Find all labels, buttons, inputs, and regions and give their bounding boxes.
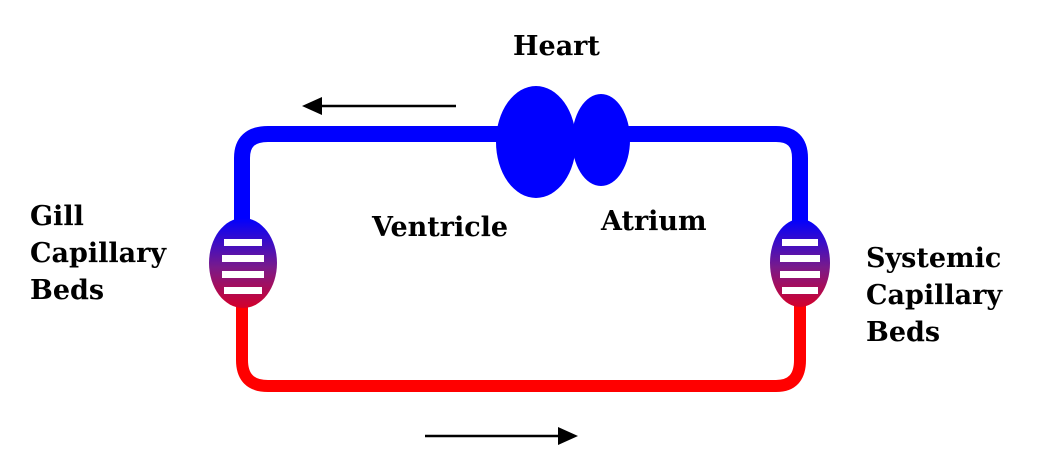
gill-label-line-1: Gill	[30, 201, 84, 232]
heart-label: Heart	[513, 31, 600, 62]
atrium-label: Atrium	[601, 206, 707, 237]
atrium-chamber	[572, 94, 630, 186]
gill-capillary-beds-label: Gill Capillary Beds	[30, 198, 166, 309]
gill-capillary-bed	[209, 218, 277, 308]
systemic-capillary-bed	[770, 219, 830, 307]
gill-label-line-2: Capillary	[30, 238, 167, 269]
top-flow-arrow	[302, 97, 456, 115]
systemic-label-line-2: Capillary	[866, 280, 1003, 311]
ventricle-label: Ventricle	[372, 212, 509, 243]
systemic-capillary-beds-label: Systemic Capillary Beds	[866, 240, 1002, 351]
bottom-flow-arrow	[425, 427, 578, 445]
ventricle-chamber	[496, 86, 576, 198]
heart	[496, 86, 630, 198]
gill-label-line-3: Beds	[30, 275, 105, 306]
systemic-label-line-3: Beds	[866, 317, 941, 348]
systemic-label-line-1: Systemic	[866, 243, 1002, 274]
bottom-vessel	[236, 296, 806, 392]
